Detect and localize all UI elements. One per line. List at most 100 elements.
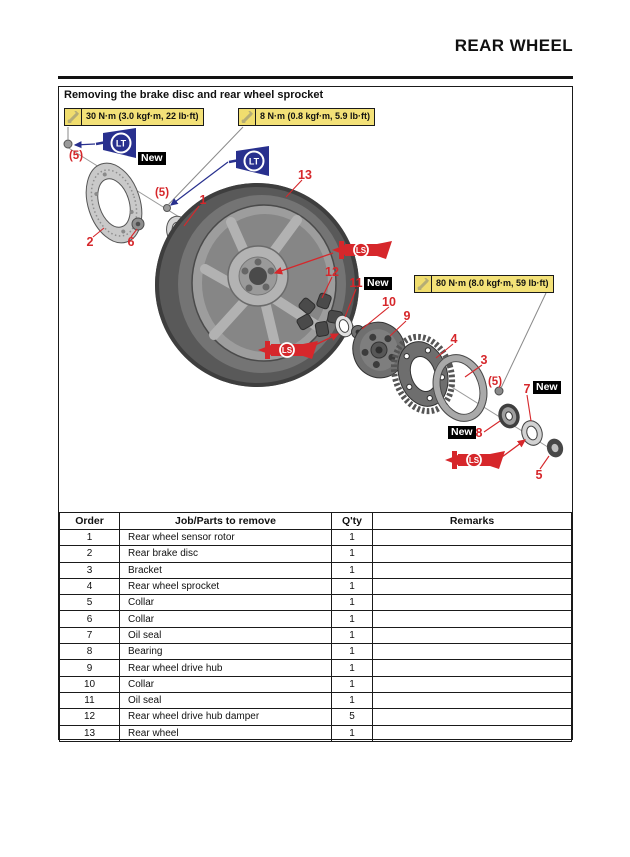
qty-cell: 1 <box>331 626 373 645</box>
rear-brake-disc <box>85 162 143 244</box>
qty-cell: 1 <box>331 561 373 579</box>
grease-ls-icon: LS <box>444 449 506 476</box>
remarks-cell <box>372 577 572 596</box>
oil-seal-7 <box>521 420 543 446</box>
grease-ls-icon: LS <box>257 339 319 366</box>
page-title: REAR WHEEL <box>454 36 573 55</box>
qty-cell: 1 <box>331 528 373 547</box>
procedure-panel: Removing the brake disc and rear wheel s… <box>58 86 573 742</box>
loctite-lt-icon: LT <box>227 145 271 184</box>
job-cell: Oil seal <box>119 626 332 645</box>
loctite-lt-icon: LT <box>94 127 138 166</box>
qty-cell: 1 <box>331 643 373 661</box>
order-cell: 11 <box>59 691 120 710</box>
torque-spec-30nm: 30 N·m (3.0 kgf·m, 22 lb·ft) <box>64 108 204 126</box>
qty-cell: 1 <box>331 545 373 563</box>
remarks-cell <box>372 545 572 563</box>
qty-cell: 1 <box>331 691 373 710</box>
torque-spec-80nm: 80 N·m (8.0 kgf·m, 59 lb·ft) <box>414 275 554 293</box>
job-cell: Collar <box>119 675 332 693</box>
grease-ls-icon: LS <box>331 239 393 266</box>
remarks-cell <box>372 594 572 612</box>
part-number-callout: 3 <box>480 353 488 367</box>
job-cell: Collar <box>119 610 332 628</box>
part-number-callout: 6 <box>127 235 135 249</box>
wrench-icon <box>415 276 432 292</box>
new-part-badge: New <box>364 277 392 290</box>
new-part-badge: New <box>448 426 476 439</box>
new-part-badge: New <box>138 152 166 165</box>
order-cell: 8 <box>59 643 120 661</box>
column-header: Remarks <box>372 512 572 530</box>
job-cell: Rear wheel sensor rotor <box>119 528 332 547</box>
sprocket-bolt <box>494 386 504 396</box>
brake-disc-bolt <box>63 139 73 149</box>
order-cell: 12 <box>59 708 120 726</box>
order-cell: 9 <box>59 659 120 677</box>
remarks-cell <box>372 528 572 547</box>
job-cell: Collar <box>119 594 332 612</box>
sensor-rotor-bolt <box>163 204 171 212</box>
column-header: Q'ty <box>331 512 373 530</box>
part-number-callout: 7 <box>523 382 531 396</box>
part-number-callout: 8 <box>475 426 483 440</box>
remarks-cell <box>372 708 572 726</box>
torque-value: 8 N·m (0.8 kgf·m, 5.9 lb·ft) <box>260 111 371 121</box>
remarks-cell <box>372 626 572 645</box>
bracket <box>432 354 488 422</box>
qty-cell: 1 <box>331 675 373 693</box>
header-rule <box>58 76 573 79</box>
job-cell: Bracket <box>119 561 332 579</box>
qty-cell: 1 <box>331 659 373 677</box>
qty-cell: 1 <box>331 724 373 742</box>
remarks-cell <box>372 643 572 661</box>
drive-hub <box>352 321 406 379</box>
exploded-view-illustration <box>63 126 564 470</box>
order-cell: 3 <box>59 561 120 579</box>
rear-wheel <box>155 183 359 387</box>
order-cell: 4 <box>59 577 120 596</box>
job-cell: Oil seal <box>119 691 332 710</box>
new-part-badge: New <box>533 381 561 394</box>
remarks-cell <box>372 724 572 742</box>
oil-seal-11 <box>334 314 354 338</box>
exploded-diagram: 30 N·m (3.0 kgf·m, 22 lb·ft) 8 N·m (0.8 … <box>59 87 571 512</box>
wrench-icon <box>239 109 256 125</box>
ls-icon-label: LS <box>469 456 480 465</box>
job-cell: Rear wheel <box>119 724 332 742</box>
qty-cell: 1 <box>331 577 373 596</box>
part-number-callout: 13 <box>298 168 312 182</box>
bolt-qty-marker: (5) <box>68 150 84 162</box>
job-cell: Rear wheel drive hub <box>119 659 332 677</box>
part-number-callout: 9 <box>403 309 411 323</box>
procedure-title: Removing the brake disc and rear wheel s… <box>64 89 324 101</box>
remarks-cell <box>372 659 572 677</box>
order-cell: 7 <box>59 626 120 645</box>
order-cell: 6 <box>59 610 120 628</box>
part-number-callout: 1 <box>199 193 207 207</box>
order-cell: 5 <box>59 594 120 612</box>
lt-icon-label: LT <box>116 139 127 149</box>
part-number-callout: 10 <box>382 295 396 309</box>
collar-5 <box>546 438 564 458</box>
grease-arrows <box>273 252 527 458</box>
remarks-cell <box>372 675 572 693</box>
order-cell: 2 <box>59 545 120 563</box>
torque-spec-8nm: 8 N·m (0.8 kgf·m, 5.9 lb·ft) <box>238 108 376 126</box>
qty-cell: 1 <box>331 610 373 628</box>
bearing <box>498 403 520 429</box>
torque-leader-lines <box>67 126 547 389</box>
